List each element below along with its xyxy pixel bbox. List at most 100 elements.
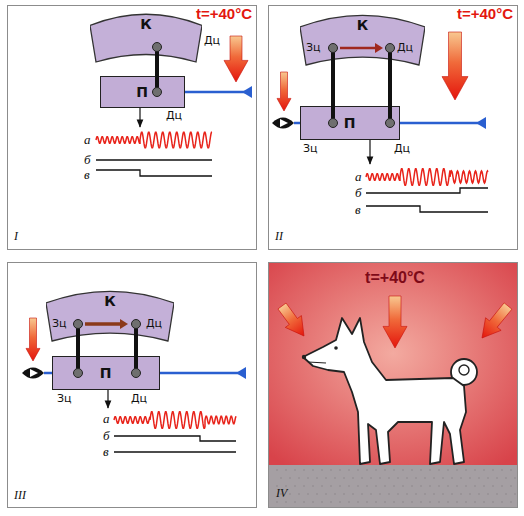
floor-speck	[487, 477, 489, 479]
trace-label: а	[103, 411, 110, 427]
floor-speck	[312, 485, 314, 487]
floor-speck	[330, 501, 332, 503]
dog-body	[303, 318, 466, 464]
eye-pupil	[30, 369, 38, 377]
center-label: Дц	[204, 34, 220, 47]
eye-outline	[22, 368, 44, 379]
floor-speck	[492, 485, 494, 487]
center-label: Дц	[397, 41, 413, 54]
floor-speck	[298, 477, 300, 479]
floor-speck	[366, 485, 368, 487]
panel-numeral: I	[14, 229, 18, 244]
neural-link	[155, 47, 159, 92]
center-dot	[386, 119, 395, 128]
signal-line	[96, 159, 212, 160]
floor-speck	[456, 501, 458, 503]
floor-speck	[447, 469, 449, 471]
floor-speck	[321, 469, 323, 471]
signal-line	[366, 206, 488, 212]
nerve-line	[185, 91, 246, 94]
floor-speck	[348, 469, 350, 471]
center-label: Зц	[303, 142, 318, 155]
floor-speck	[460, 493, 462, 495]
floor-speck	[330, 485, 332, 487]
heat-arrow	[26, 318, 40, 361]
floor-speck	[316, 493, 318, 495]
floor-speck	[307, 493, 309, 495]
floor-speck	[352, 477, 354, 479]
floor-speck	[357, 485, 359, 487]
floor-speck	[451, 493, 453, 495]
floor-speck	[492, 501, 494, 503]
floor-speck	[447, 485, 449, 487]
signal-line	[366, 188, 488, 193]
floor-speck	[510, 501, 512, 503]
temperature-label: t=+40°C	[457, 5, 513, 22]
floor-speck	[505, 493, 507, 495]
floor-speck	[357, 501, 359, 503]
nerve-line	[400, 122, 480, 125]
signal-line	[114, 451, 236, 452]
panel-frame: КПt=+40°CII	[268, 5, 518, 250]
floor-speck	[411, 485, 413, 487]
floor-speck	[339, 469, 341, 471]
center-label: Зц	[52, 317, 67, 330]
center-label: Дц	[131, 392, 147, 405]
subcortex-box: П	[300, 106, 400, 140]
center-dot	[153, 43, 162, 52]
nerve-line	[44, 372, 52, 375]
floor-speck	[370, 477, 372, 479]
nerve-line	[160, 372, 240, 375]
floor-speck	[285, 469, 287, 471]
floor-speck	[397, 477, 399, 479]
output-arrow	[139, 108, 140, 127]
floor-speck	[285, 501, 287, 503]
center-dot	[329, 119, 338, 128]
cortex-band	[90, 14, 202, 62]
floor-speck	[294, 469, 296, 471]
center-dot	[329, 44, 338, 53]
floor-speck	[406, 477, 408, 479]
neural-link	[76, 324, 80, 373]
panel-frame: КПIII	[7, 262, 257, 508]
dog-figure	[302, 318, 477, 464]
panel-ground	[7, 262, 257, 508]
receptor-ending	[236, 367, 246, 379]
center-label: Зц	[57, 392, 72, 405]
floor-speck	[276, 469, 278, 471]
center-label: Дц	[394, 142, 410, 155]
temperature-label: t=+40°C	[196, 5, 252, 22]
floor-speck	[379, 493, 381, 495]
impulse-trace	[114, 412, 236, 429]
floor-speck	[514, 493, 516, 495]
floor-speck	[298, 493, 300, 495]
floor-speck	[438, 485, 440, 487]
floor-speck	[501, 501, 503, 503]
floor-speck	[316, 477, 318, 479]
center-label: Дц	[166, 109, 182, 122]
floor-speck	[402, 469, 404, 471]
output-arrow	[107, 390, 108, 408]
floor-speck	[289, 493, 291, 495]
floor-speck	[384, 501, 386, 503]
floor-speck	[433, 477, 435, 479]
node-letter: П	[344, 115, 356, 131]
trace-label: б	[84, 152, 91, 168]
floor-speck	[393, 485, 395, 487]
floor-speck	[388, 493, 390, 495]
cortex-shape: К	[46, 290, 174, 342]
eye-symbol	[272, 118, 294, 129]
node-letter: П	[136, 84, 148, 100]
impulse-trace	[96, 132, 212, 148]
floor-speck	[348, 501, 350, 503]
panel-numeral: IV	[276, 486, 287, 501]
trace-label: в	[355, 202, 361, 218]
floor-speck	[496, 477, 498, 479]
subcortex-box: П	[100, 76, 185, 108]
floor	[268, 465, 518, 508]
center-dot	[153, 88, 162, 97]
trace-label: а	[355, 169, 362, 185]
cortex-band	[300, 15, 425, 65]
